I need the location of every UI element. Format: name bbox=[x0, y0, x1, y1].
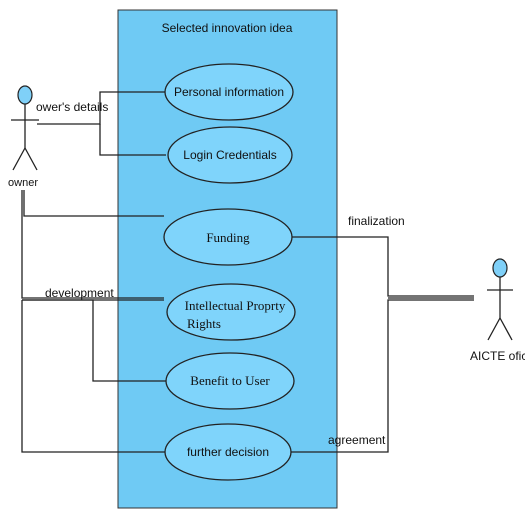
use-case-label: further decision bbox=[187, 445, 269, 459]
actor-head bbox=[17, 85, 33, 105]
edge-owner-further bbox=[21, 300, 166, 453]
use-case-label-line1: Intellectual Proprty bbox=[185, 298, 286, 313]
actor-owner[interactable] bbox=[11, 85, 39, 171]
edge-label-finalization: finalization bbox=[348, 214, 405, 228]
use-case-label-line2: Rights bbox=[187, 316, 221, 331]
edge-further-official bbox=[291, 299, 474, 453]
connections bbox=[21, 91, 474, 453]
use-case-intellectual-property-rights[interactable]: Intellectual Proprty Rights bbox=[166, 283, 296, 341]
edge-owner-details bbox=[37, 91, 166, 125]
use-case-funding[interactable]: Funding bbox=[163, 208, 293, 266]
edge-owner-ipr bbox=[21, 190, 164, 299]
actor-owner-label: owner bbox=[8, 177, 38, 189]
actor-aicte-official[interactable] bbox=[487, 258, 513, 341]
edge-label-owners-details: ower's details bbox=[36, 100, 108, 114]
use-case-label: Benefit to User bbox=[190, 373, 270, 388]
use-case-personal-information[interactable]: Personal information bbox=[164, 63, 294, 121]
system-title: Selected innovation idea bbox=[162, 21, 293, 35]
edge-owner-benefit bbox=[22, 299, 166, 382]
edge-funding-official bbox=[292, 236, 474, 297]
actor-head bbox=[492, 258, 508, 278]
use-case-benefit-to-user[interactable]: Benefit to User bbox=[165, 352, 295, 410]
use-case-label: Personal information bbox=[174, 85, 284, 99]
edge-owner-funding bbox=[23, 190, 164, 217]
actor-official-label: AICTE oficia bbox=[470, 349, 525, 363]
use-case-further-decision[interactable]: further decision bbox=[164, 423, 292, 481]
use-case-label: Funding bbox=[206, 230, 250, 245]
edge-owner-login bbox=[99, 124, 166, 156]
edge-label-development: development bbox=[45, 286, 114, 300]
use-case-login-credentials[interactable]: Login Credentials bbox=[167, 126, 293, 184]
edge-label-agreement: agreement bbox=[328, 433, 386, 447]
use-case-label: Login Credentials bbox=[183, 148, 276, 162]
